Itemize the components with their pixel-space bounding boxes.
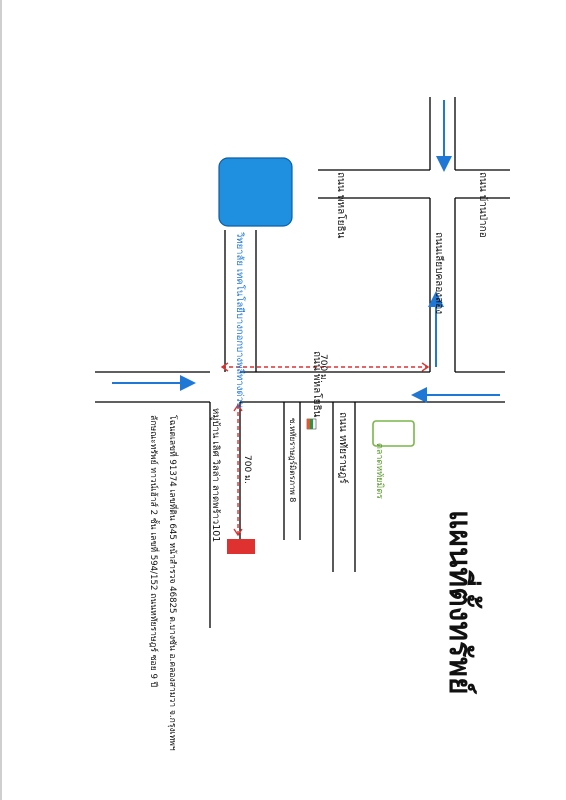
footer-line-2: ลักษณะทรัพย์ ทาวน์เฮ้าส์ 2 ชั้น เลขที่ 5… <box>148 415 161 687</box>
landmark-labels: วิทยาลัย เทคโนโลยีบางกอกบางพลีทางด่วน หม… <box>210 231 385 542</box>
distance-arrowhead-down-icon <box>233 528 243 537</box>
village-label: หมู่บ้าน เลิศ วิลล่า ลาดพร้าว101 <box>210 408 221 542</box>
road-label-phahonyothin-top: ถนน พหลโยธิน <box>335 172 348 239</box>
traffic-arrows <box>112 100 500 403</box>
property-marker <box>227 539 255 554</box>
market-label: ตลาดหทัยมิตร <box>374 443 385 499</box>
distance-arrowhead-left-icon <box>220 362 229 372</box>
college-label: วิทยาลัย เทคโนโลยีบางกอกบางพลีทางด่วน <box>234 231 246 409</box>
road-label-vibhavadi: ถนนเลียบคลองสอง <box>433 232 445 314</box>
distance-arrowhead-right-icon <box>421 362 430 372</box>
college-block <box>218 157 293 227</box>
road-label-hathai: ถนน หทัยราษฎร์ <box>337 412 349 484</box>
road-label-phahonyothin-bottom: ถนน พหลโยธิน <box>311 351 324 418</box>
distance-markers <box>220 362 430 537</box>
footer-line-1: โฉนดเลขที่ 91374 เลขที่ดิน 645 หน้าสำรวจ… <box>167 415 179 751</box>
footer-text: โฉนดเลขที่ 91374 เลขที่ดิน 645 หน้าสำรวจ… <box>148 415 179 751</box>
soi-label: ซ.หทัยราษฎร์มิตรภาพ 8 <box>288 418 298 502</box>
roads <box>95 97 510 628</box>
7-eleven-icon <box>306 418 317 430</box>
distance-label-vertical: 700 ม. <box>242 455 252 484</box>
distance-arrowhead-up-icon <box>233 403 243 412</box>
market-block <box>372 420 415 447</box>
road-label-khumklao-top: ถนน บ้านป่ากอ <box>477 172 489 238</box>
distance-labels: 700 ม. 700 ม. <box>242 354 328 484</box>
distance-label-horizontal: 700 ม. <box>318 354 328 383</box>
road-labels: ถนน พหลโยธิน ถนน บ้านป่ากอ ถนนเลียบคลองส… <box>311 172 489 484</box>
map-title: แผนที่ตั้งทรัพย์ <box>442 510 483 695</box>
scan-edge <box>0 0 2 800</box>
